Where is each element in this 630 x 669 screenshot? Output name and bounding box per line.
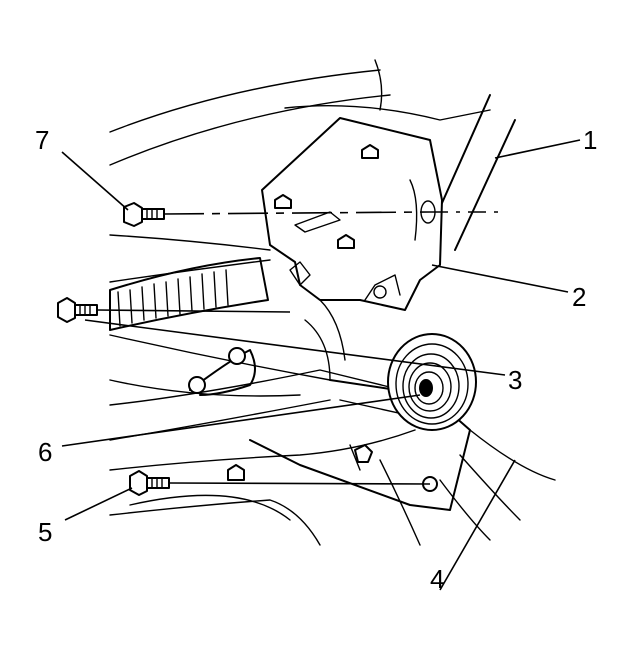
callout-labels: 1 2 3 4 5 6 7 [35, 125, 597, 594]
grommet-seal [387, 333, 477, 431]
wire-clip [188, 347, 256, 396]
bolt-5 [129, 470, 170, 496]
callout-3: 3 [508, 365, 522, 395]
ribbed-panel [109, 257, 269, 331]
bolt-3 [57, 297, 98, 323]
callout-5: 5 [38, 517, 52, 547]
callout-2: 2 [572, 282, 586, 312]
leader-lines [61, 139, 581, 591]
installation-lines [96, 211, 505, 485]
callout-1: 1 [583, 125, 597, 155]
bolt-7 [123, 202, 165, 227]
hinge-bracket [261, 117, 443, 381]
callout-6: 6 [38, 437, 52, 467]
callout-4: 4 [430, 564, 444, 594]
callout-7: 7 [35, 125, 49, 155]
